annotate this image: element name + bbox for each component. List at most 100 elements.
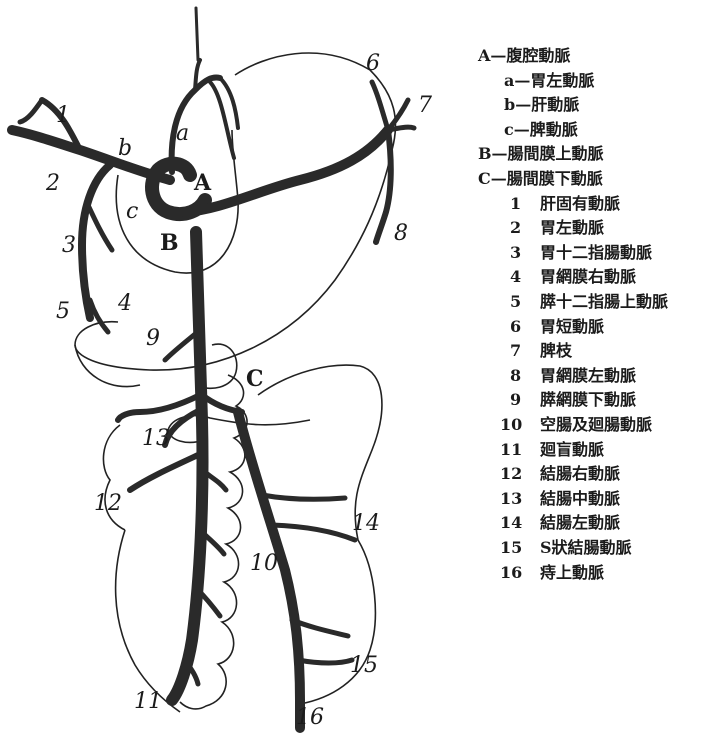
label-B: B [160,230,179,256]
legend-text: 胃網膜左動脈 [540,364,636,388]
splenic-artery [185,130,388,212]
legend-key: C— [478,167,507,191]
label-7: 7 [418,93,432,118]
legend-key: 5 [510,290,540,314]
label-b: b [118,136,132,161]
label-13: 13 [142,426,170,451]
aorta-top [196,8,198,60]
legend-text: 肝固有動脈 [540,192,620,216]
splenic-branch-7b [388,127,414,130]
legend-key: a— [504,69,530,93]
middle-colic-13 [165,410,200,445]
legend-key: 8 [510,364,540,388]
legend-text: 廻盲動脈 [540,438,604,462]
label-8: 8 [394,221,408,246]
legend-key: 12 [500,462,540,486]
legend-text: 肝動脈 [531,93,579,117]
label-5: 5 [56,299,70,324]
legend-text: 結腸右動脈 [540,462,620,486]
label-6: 6 [366,51,380,76]
legend-key: 4 [510,265,540,289]
legend-text: 痔上動脈 [540,561,604,585]
legend-text: 腸間膜上動脈 [508,142,604,166]
label-14: 14 [352,511,380,536]
legend-text: 胃左動脈 [540,216,604,240]
legend-item: 14結腸左動脈 [500,511,620,535]
sigmoid-outline [300,540,375,704]
gastroduodenal-branch-3 [88,205,112,250]
legend-key: 2 [510,216,540,240]
left-gastric-branch-right [220,78,238,128]
legend-text: 膵十二指腸上動脈 [540,290,668,314]
sigmoid-15b [298,660,352,663]
hepatic-artery [12,130,170,180]
label-12: 12 [94,491,122,516]
legend-text: 結腸左動脈 [540,511,620,535]
celiac-trunk-group [12,8,414,332]
legend-text: 膵網膜下動脈 [540,388,636,412]
legend-text: 空腸及廻腸動脈 [540,413,652,437]
legend-key: 3 [510,241,540,265]
label-10: 10 [250,551,278,576]
label-c: c [126,199,138,224]
legend-key: 9 [510,388,540,412]
superior-mesenteric-group [118,232,242,700]
label-a: a [176,121,189,146]
legend-key: 15 [500,536,540,560]
label-16: 16 [296,705,324,730]
artery-diagram: A B C a b c 1 2 3 4 5 6 7 8 9 10 11 12 1… [0,0,470,738]
legend-text: 腹腔動脈 [506,44,570,68]
legend-text: 腸間膜下動脈 [507,167,603,191]
legend-item: A—腹腔動脈 [478,44,570,68]
legend-item: a—胃左動脈 [504,69,594,93]
stomach-outline [75,53,396,370]
legend-key: 13 [500,487,540,511]
label-9: 9 [146,326,160,351]
label-11: 11 [134,689,162,714]
label-1: 1 [56,103,70,128]
ascending-colon-outline [116,530,180,712]
legend-key: 14 [500,511,540,535]
left-colic-14 [262,495,345,499]
legend-item: 4胃網膜右動脈 [510,265,636,289]
legend-key: A— [478,44,506,68]
legend-text: 胃短動脈 [540,315,604,339]
legend-item: 6胃短動脈 [510,315,604,339]
legend-key: 11 [500,438,540,462]
legend-item: b—肝動脈 [504,93,579,117]
label-C: C [246,366,264,392]
legend-key: 16 [500,561,540,585]
legend-key: 10 [500,413,540,437]
legend-item: c—脾動脈 [504,118,578,142]
legend-item: C—腸間膜下動脈 [478,167,603,191]
legend-item: B—腸間膜上動脈 [478,142,604,166]
hepatic-branch-upper2 [20,100,42,122]
label-3: 3 [62,233,76,258]
legend-key: 1 [510,192,540,216]
label-4: 4 [117,291,132,316]
legend-text: 脾動脈 [530,118,578,142]
legend-key: b— [504,93,531,117]
legend-text: 胃十二指腸動脈 [540,241,652,265]
legend-key: 7 [510,339,540,363]
label-2: 2 [45,171,60,196]
label-A: A [193,170,212,196]
legend-text: S狀結腸動脈 [540,536,632,560]
left-colic-14b [272,525,355,540]
legend-key: 6 [510,315,540,339]
legend-text: 結腸中動脈 [540,487,620,511]
legend-text: 脾枝 [540,339,572,363]
legend-text: 胃網膜右動脈 [540,265,636,289]
